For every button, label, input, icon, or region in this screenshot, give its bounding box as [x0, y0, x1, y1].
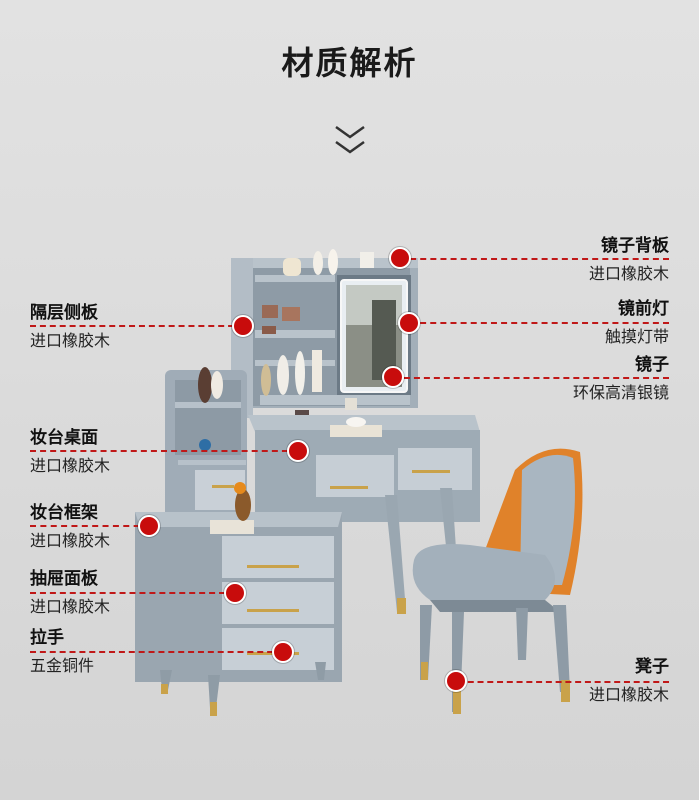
callout-side-panel: 隔层侧板 进口橡胶木 — [30, 303, 180, 351]
callout-material: 五金铜件 — [30, 656, 95, 675]
callout-name: 镜前灯 — [618, 299, 669, 319]
callout-material: 触摸灯带 — [604, 327, 669, 346]
cosmetics — [261, 249, 374, 420]
callout-line — [30, 325, 244, 327]
callout-material: 环保高清银镜 — [572, 383, 669, 402]
callout-line — [410, 322, 669, 324]
callout-material: 进口橡胶木 — [30, 456, 111, 475]
callout-line — [30, 450, 298, 452]
callout-frame: 妆台框架 进口橡胶木 — [30, 503, 180, 551]
callout-name: 凳子 — [635, 657, 669, 677]
callout-name: 镜子 — [635, 355, 669, 375]
callout-material: 进口橡胶木 — [588, 264, 669, 283]
drawer-cabinet — [135, 482, 342, 716]
callout-marker — [382, 366, 404, 388]
callout-mirror: 镜子 环保高清银镜 — [520, 355, 669, 403]
callout-material: 进口橡胶木 — [30, 531, 111, 550]
callout-handle: 拉手 五金铜件 — [30, 628, 180, 676]
callout-name: 隔层侧板 — [30, 303, 98, 323]
chair — [412, 448, 583, 714]
callout-line — [458, 681, 669, 683]
callout-marker — [232, 315, 254, 337]
callout-marker — [224, 582, 246, 604]
callout-drawer-panel: 抽屉面板 进口橡胶木 — [30, 569, 180, 617]
callout-stool: 凳子 进口橡胶木 — [540, 657, 669, 705]
callout-marker — [445, 670, 467, 692]
hutch — [231, 258, 418, 418]
callout-material: 进口橡胶木 — [588, 685, 669, 704]
callout-material: 进口橡胶木 — [30, 331, 111, 350]
callout-name: 妆台桌面 — [30, 428, 98, 448]
callout-line — [400, 258, 669, 260]
callout-mirror-back: 镜子背板 进口橡胶木 — [540, 236, 669, 284]
callout-front-light: 镜前灯 触摸灯带 — [540, 299, 669, 347]
callout-name: 镜子背板 — [601, 236, 669, 256]
callout-line — [30, 525, 150, 527]
side-tower — [165, 367, 247, 518]
callout-line — [394, 377, 669, 379]
callout-line — [30, 592, 235, 594]
callout-marker — [287, 440, 309, 462]
callout-desktop: 妆台桌面 进口橡胶木 — [30, 428, 180, 476]
callout-name: 妆台框架 — [30, 503, 98, 523]
callout-name: 抽屉面板 — [30, 569, 98, 589]
page-title: 材质解析 — [281, 44, 418, 82]
callout-name: 拉手 — [30, 628, 64, 648]
callout-marker — [389, 247, 411, 269]
callout-marker — [398, 312, 420, 334]
callout-marker — [272, 641, 294, 663]
double-chevron-down-icon — [335, 125, 365, 154]
callout-material: 进口橡胶木 — [30, 597, 111, 616]
callout-marker — [138, 515, 160, 537]
callout-line — [30, 651, 283, 653]
